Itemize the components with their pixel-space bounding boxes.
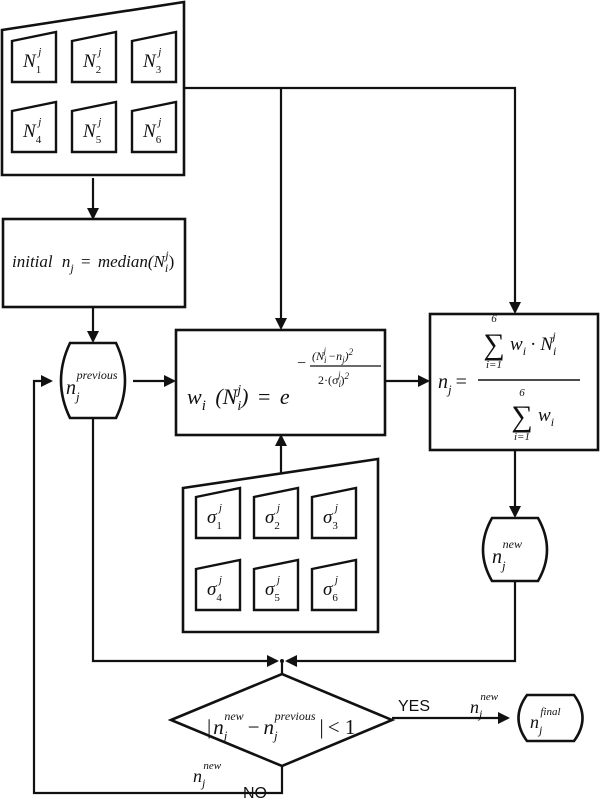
final-node-shape xyxy=(517,693,584,743)
average-den-sum-upper: 6 xyxy=(519,387,525,399)
decision-condition: |njnew−njprevious|< 1 xyxy=(207,709,355,743)
input-sigma-cell-6 xyxy=(310,558,358,612)
input-sigma-group: σ1j σ2j σ3j σ4j σ5j σ6j xyxy=(181,457,380,634)
average-num-sum-lower: i=1 xyxy=(486,359,502,371)
input-N-cell-3-label: N3j xyxy=(142,46,162,76)
arrow-new-to-merge xyxy=(285,582,517,667)
arrow-previous-to-merge xyxy=(91,418,279,667)
input-sigma-cell-5-label: σ5j xyxy=(265,574,280,604)
average-den-sum-lower: i=1 xyxy=(514,431,530,443)
merge-junction xyxy=(280,659,284,663)
input-sigma-cell-2 xyxy=(252,486,300,540)
decision-node: |njnew−njprevious|< 1 xyxy=(167,672,396,768)
input-N-cell-3 xyxy=(130,30,178,84)
yes-value: njnew xyxy=(470,691,499,721)
input-sigma-cell-1-label: σ1j xyxy=(207,502,222,532)
input-N-cell-1 xyxy=(10,30,58,84)
arrow-no-loop xyxy=(32,375,284,795)
input-sigma-cell-5 xyxy=(252,558,300,612)
input-N-cell-5 xyxy=(70,100,118,154)
average-num-sum-symbol: ∑ xyxy=(483,328,504,361)
previous-node: njprevious xyxy=(59,341,127,420)
input-N-cell-6 xyxy=(130,100,178,154)
average-box: nj= 6 ∑ i=1 wi·Nij 6 ∑ i=1 wi xyxy=(428,312,600,452)
input-N-cell-6-label: N6j xyxy=(142,116,162,146)
average-den-sum-symbol: ∑ xyxy=(511,400,532,433)
average-box-frame xyxy=(428,312,600,452)
weight-lhs: wi (Nij) = e xyxy=(187,383,290,415)
input-sigma-cell-2-label: σ2j xyxy=(265,502,280,532)
no-label: NO xyxy=(243,785,267,802)
initial-box-frame xyxy=(1,217,187,309)
input-sigma-cell-3-label: σ3j xyxy=(323,502,338,532)
input-sigma-cell-1 xyxy=(194,486,242,540)
average-numerator: wi·Nij xyxy=(510,329,556,358)
weight-exponent-numerator: (Nij−nj)2 xyxy=(312,346,354,365)
previous-node-shape xyxy=(59,341,127,420)
initial-box: initial nj = median(Nij) xyxy=(1,217,187,309)
input-sigma-cells: σ1j σ2j σ3j σ4j σ5j σ6j xyxy=(194,486,358,612)
weight-exponent-minus: − xyxy=(296,355,307,372)
final-node-label: njfinal xyxy=(530,706,561,737)
input-N-cell-5-label: N5j xyxy=(82,116,102,146)
connectors xyxy=(32,86,521,795)
yes-label: YES xyxy=(398,698,430,715)
input-sigma-cell-4 xyxy=(194,558,242,612)
average-num-sum-upper: 6 xyxy=(491,313,497,325)
input-sigma-cell-6-label: σ6j xyxy=(323,574,338,604)
final-node: njfinal xyxy=(517,693,584,743)
average-lhs: nj= xyxy=(438,371,467,397)
input-sigma-cell-3 xyxy=(310,486,358,540)
input-sigma-cell-4-label: σ4j xyxy=(207,574,222,604)
initial-formula: initial nj = median(Nij) xyxy=(12,248,174,276)
new-node: njnew xyxy=(481,516,549,583)
no-value: njnew xyxy=(193,760,222,790)
new-node-label: njnew xyxy=(492,537,522,573)
previous-node-label: njprevious xyxy=(66,368,118,404)
weight-box-frame xyxy=(174,328,387,437)
new-node-shape xyxy=(481,516,549,583)
decision-diamond xyxy=(167,672,396,768)
input-N-cell-2-label: N2j xyxy=(82,46,101,76)
weight-box: wi (Nij) = e − (Nij−nj)2 2·(σij)2 xyxy=(174,328,387,437)
input-N-cell-4 xyxy=(10,100,58,154)
input-N-cell-4-label: N4j xyxy=(22,116,42,146)
input-N-cell-2 xyxy=(70,30,118,84)
weight-exponent-denominator: 2·(σij)2 xyxy=(318,370,350,389)
average-denominator: wi xyxy=(538,405,554,429)
input-N-cell-1-label: N1j xyxy=(22,46,41,76)
arrow-inputs-to-average xyxy=(185,86,521,314)
